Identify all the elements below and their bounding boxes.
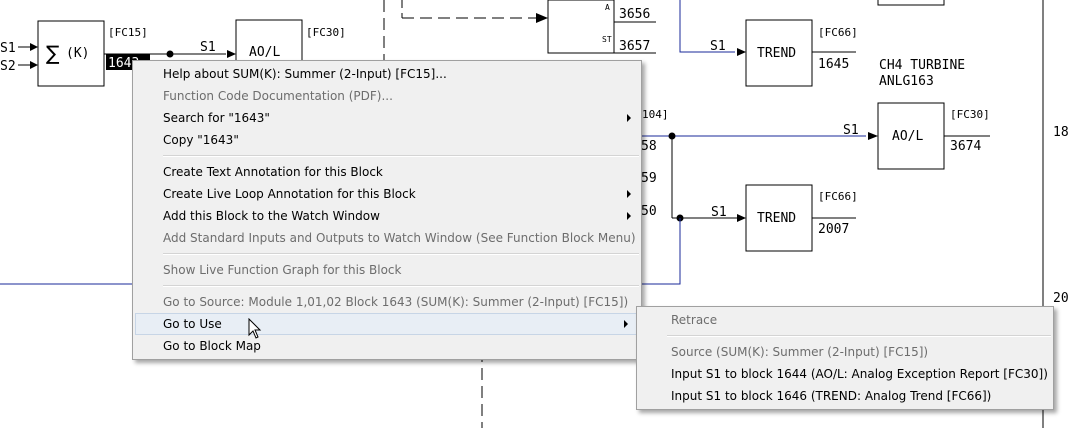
menu-item-go-to-source[interactable]: Go to Source: Module 1,01,02 Block 1643 … bbox=[133, 291, 641, 313]
partial-label: 58 bbox=[641, 139, 657, 154]
signal-wire bbox=[640, 218, 681, 285]
menu-item-label: Create Text Annotation for this Block bbox=[163, 165, 383, 179]
input-label-s1: S1 bbox=[0, 41, 16, 56]
menu-item-label: Show Live Function Graph for this Block bbox=[163, 263, 402, 277]
menu-item-label: Source (SUM(K): Summer (2-Input) [FC15]) bbox=[671, 345, 929, 359]
menu-separator bbox=[163, 155, 639, 157]
trend-bottom-input: S1 bbox=[711, 205, 727, 220]
trend-top-code: [FC66] bbox=[818, 26, 858, 39]
trend-block-bottom[interactable] bbox=[745, 184, 813, 252]
partial-label: 59 bbox=[641, 171, 657, 186]
c-output-a: 3656 bbox=[619, 7, 650, 22]
sum-symbol: ∑ bbox=[46, 41, 60, 65]
chevron-right-icon bbox=[627, 190, 631, 198]
menu-item-label: Go to Use bbox=[163, 317, 222, 331]
trend-top-input: S1 bbox=[710, 39, 726, 54]
menu-item-label: Go to Block Map bbox=[163, 339, 261, 353]
aol-top-label: AO/L bbox=[249, 45, 280, 60]
menu-item-label: Input S1 to block 1644 (AO/L: Analog Exc… bbox=[671, 367, 1048, 381]
trend-bottom-label: TREND bbox=[757, 211, 796, 226]
menu-item-label: Input S1 to block 1646 (TREND: Analog Tr… bbox=[671, 389, 992, 403]
turbine-title: CH4 TURBINE bbox=[879, 58, 965, 73]
pin-a-label: A bbox=[605, 3, 610, 12]
menu-item-label: Copy "1643" bbox=[163, 133, 239, 147]
c-output-st: 3657 bbox=[619, 39, 650, 54]
menu-item-label: Go to Source: Module 1,01,02 Block 1643 … bbox=[163, 295, 629, 309]
aol-right-input: S1 bbox=[843, 123, 859, 138]
chevron-right-icon bbox=[627, 212, 631, 220]
arrow-head bbox=[868, 132, 878, 140]
arrow-head bbox=[737, 214, 746, 222]
menu-item-help[interactable]: Help about SUM(K): Summer (2-Input) [FC1… bbox=[133, 63, 641, 85]
aol-top-code: [FC30] bbox=[306, 26, 346, 39]
menu-item-add-to-watch[interactable]: Add this Block to the Watch Window bbox=[133, 205, 641, 227]
menu-item-copy[interactable]: Copy "1643" bbox=[133, 129, 641, 151]
menu-item-go-to-block-map[interactable]: Go to Block Map bbox=[133, 335, 641, 357]
go-to-use-submenu: Retrace Source (SUM(K): Summer (2-Input)… bbox=[636, 306, 1054, 410]
menu-item-label: Function Code Documentation (PDF)... bbox=[163, 89, 393, 103]
partial-label: 50 bbox=[641, 204, 657, 219]
input-label-s2: S2 bbox=[0, 59, 16, 74]
menu-item-go-to-use[interactable]: Go to Use bbox=[135, 313, 639, 335]
chevron-right-icon bbox=[624, 320, 628, 328]
arrow-head bbox=[536, 13, 548, 23]
block-edge bbox=[877, 0, 945, 6]
submenu-item-input-1646[interactable]: Input S1 to block 1646 (TREND: Analog Tr… bbox=[637, 385, 1053, 407]
chevron-right-icon bbox=[627, 114, 631, 122]
trend-top-output: 1645 bbox=[818, 57, 849, 72]
submenu-item-source[interactable]: Source (SUM(K): Summer (2-Input) [FC15]) bbox=[637, 341, 1053, 363]
menu-item-label: Add Standard Inputs and Outputs to Watch… bbox=[163, 231, 636, 245]
menu-item-show-live-graph[interactable]: Show Live Function Graph for this Block bbox=[133, 259, 641, 281]
arrow-head bbox=[30, 61, 38, 69]
aol-block-right[interactable] bbox=[877, 102, 945, 170]
menu-item-label: Add this Block to the Watch Window bbox=[163, 209, 380, 223]
menu-item-label: Help about SUM(K): Summer (2-Input) [FC1… bbox=[163, 67, 447, 81]
menu-item-label: Search for "1643" bbox=[163, 111, 270, 125]
control-block[interactable] bbox=[547, 0, 615, 54]
menu-item-function-code-doc[interactable]: Function Code Documentation (PDF)... bbox=[133, 85, 641, 107]
arrow-head bbox=[30, 43, 38, 51]
aol-block-top[interactable] bbox=[235, 19, 303, 66]
row-number: 20 bbox=[1053, 291, 1068, 306]
submenu-item-input-1644[interactable]: Input S1 to block 1644 (AO/L: Analog Exc… bbox=[637, 363, 1053, 385]
sum-block[interactable] bbox=[37, 20, 105, 87]
menu-separator bbox=[163, 285, 639, 287]
trend-bottom-code: [FC66] bbox=[818, 190, 858, 203]
trend-block-top[interactable] bbox=[745, 19, 813, 87]
aol-right-output: 3674 bbox=[950, 139, 981, 154]
sum-fc-code: [FC15] bbox=[108, 26, 148, 39]
partial-label: 104] bbox=[642, 108, 669, 121]
aol-top-input: S1 bbox=[200, 40, 216, 55]
submenu-item-retrace[interactable]: Retrace bbox=[637, 309, 1053, 331]
signal-wire bbox=[679, 0, 735, 53]
context-menu: Help about SUM(K): Summer (2-Input) [FC1… bbox=[132, 60, 642, 360]
menu-item-create-live-loop-annotation[interactable]: Create Live Loop Annotation for this Blo… bbox=[133, 183, 641, 205]
turbine-tag: ANLG163 bbox=[879, 74, 934, 89]
trend-top-label: TREND bbox=[757, 46, 796, 61]
menu-item-search[interactable]: Search for "1643" bbox=[133, 107, 641, 129]
row-number: 18 bbox=[1053, 125, 1068, 140]
aol-right-label: AO/L bbox=[892, 129, 923, 144]
menu-item-label: Retrace bbox=[671, 313, 718, 327]
mouse-cursor-icon bbox=[248, 318, 262, 339]
sum-output-number: 1643 bbox=[108, 56, 139, 71]
junction-dot bbox=[166, 50, 174, 58]
aol-right-code: [FC30] bbox=[950, 108, 990, 121]
trend-bottom-output: 2007 bbox=[818, 222, 849, 237]
menu-item-create-text-annotation[interactable]: Create Text Annotation for this Block bbox=[133, 161, 641, 183]
menu-item-add-standard-io[interactable]: Add Standard Inputs and Outputs to Watch… bbox=[133, 227, 641, 249]
arrow-head bbox=[737, 48, 746, 56]
pin-st-label: ST bbox=[602, 35, 612, 44]
arrow-head bbox=[227, 50, 236, 58]
sum-k-label: (K) bbox=[66, 46, 89, 61]
menu-item-label: Create Live Loop Annotation for this Blo… bbox=[163, 187, 416, 201]
menu-separator bbox=[163, 253, 639, 255]
menu-separator bbox=[667, 335, 1051, 337]
